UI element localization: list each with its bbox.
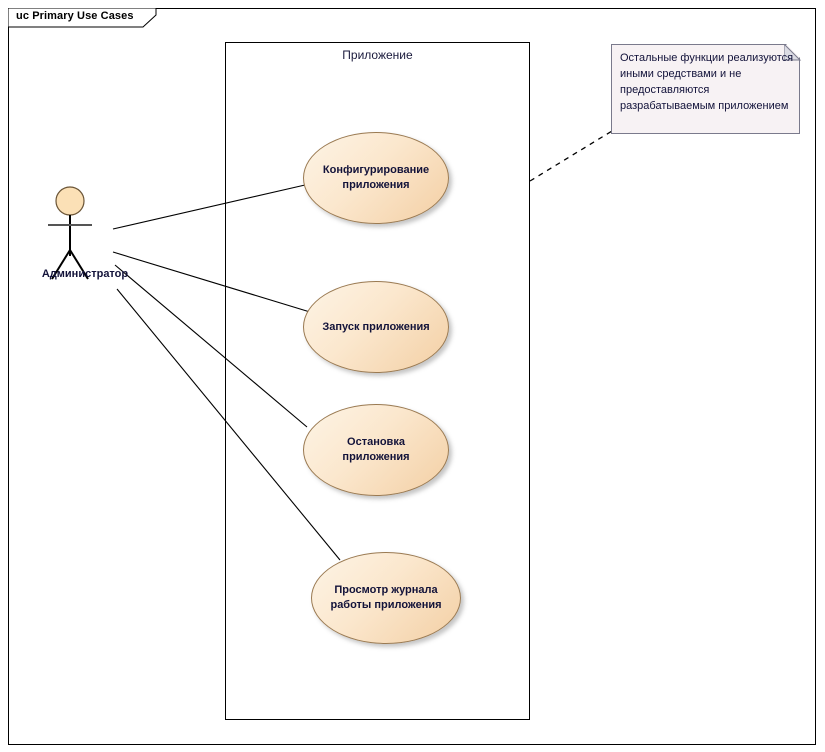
note-folded-corner-icon <box>784 44 802 61</box>
use-case-stop-label: Остановка приложения <box>342 436 410 463</box>
use-case-start[interactable]: Запуск приложения <box>303 281 449 373</box>
diagram-title-tab <box>8 8 157 28</box>
use-case-start-label: Запуск приложения <box>322 320 430 333</box>
note-text: Остальные функции реализуются иными сред… <box>620 52 794 112</box>
actor-administrator-label: Администратор <box>41 268 129 280</box>
system-boundary-label: Приложение <box>342 48 413 62</box>
diagram-title-label: uc Primary Use Cases <box>16 10 134 22</box>
actor-leg-left-line <box>51 249 71 280</box>
use-case-configure[interactable]: Конфигурирование приложения <box>303 132 449 224</box>
actor-leg-right-line <box>69 249 89 280</box>
note-box[interactable] <box>611 44 800 134</box>
use-case-stop[interactable]: Остановка приложения <box>303 404 449 496</box>
use-case-configure-label: Конфигурирование приложения <box>322 164 430 191</box>
actor-head-icon <box>55 186 85 216</box>
use-case-view-log[interactable]: Просмотр журнала работы приложения <box>311 552 461 644</box>
use-case-view-log-label: Просмотр журнала работы приложения <box>330 584 442 611</box>
actor-administrator[interactable] <box>30 180 140 290</box>
